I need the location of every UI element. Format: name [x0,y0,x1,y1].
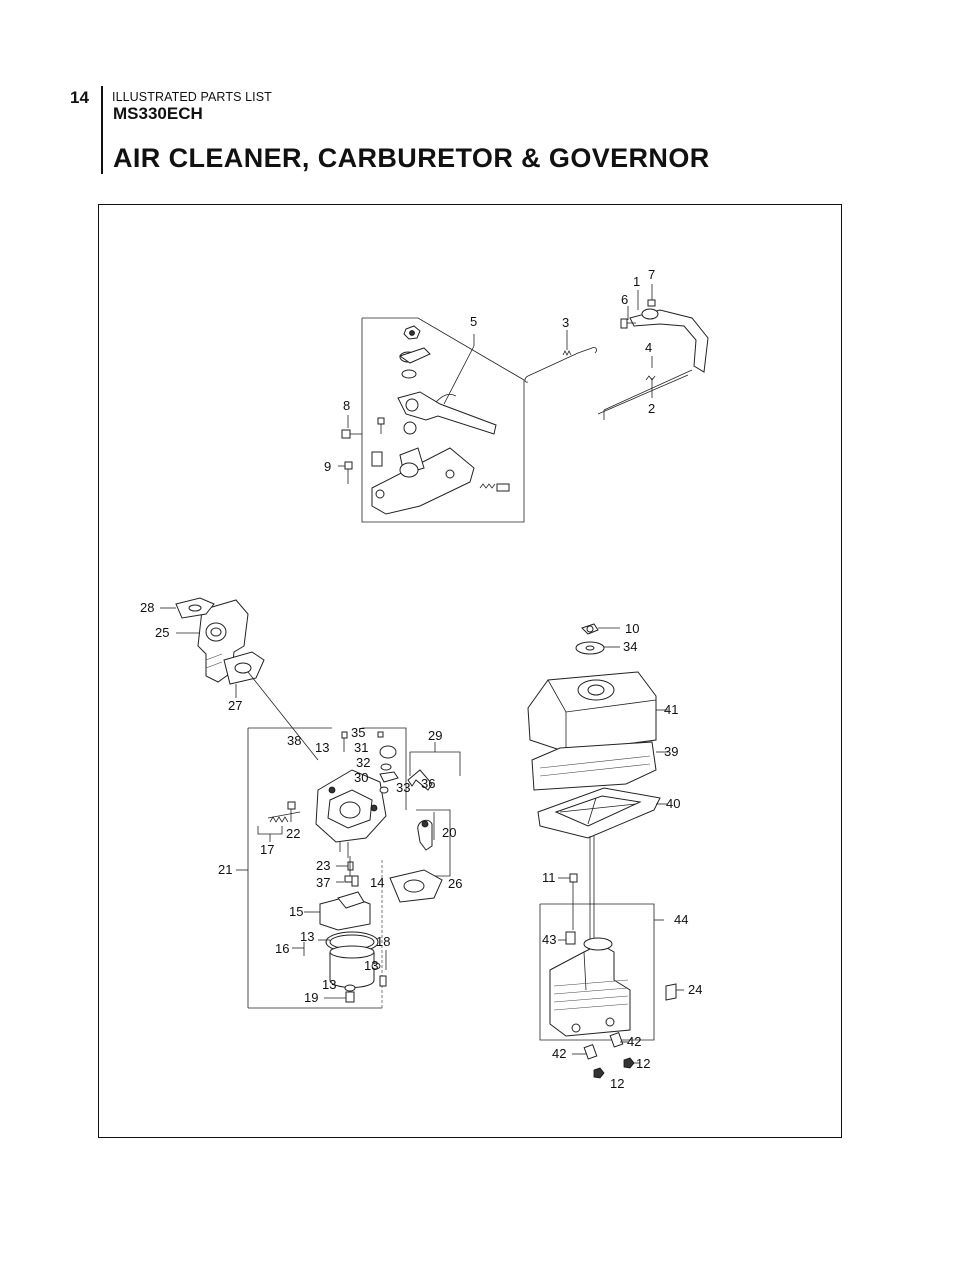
callout-30: 30 [354,770,368,785]
throttle-rod [524,330,597,383]
air-cleaner-assembly [527,623,684,1079]
callout-32: 32 [356,755,370,770]
diagram-frame [98,204,842,1138]
callout-27: 27 [228,698,242,713]
callout-14: 14 [370,875,384,890]
callout-25: 25 [155,625,169,640]
callout-38: 38 [287,733,301,748]
page-number: 14 [70,88,89,107]
callout-24: 24 [688,982,702,997]
callout-26: 26 [448,876,462,891]
callout-6: 6 [621,292,628,307]
callout-19: 19 [304,990,318,1005]
callout-7: 7 [648,267,655,282]
callout-41: 41 [664,702,678,717]
header-divider [101,86,103,174]
callout-21: 21 [218,862,232,877]
callout-22: 22 [286,826,300,841]
control-lever [597,284,709,420]
callout-44: 44 [674,912,688,927]
callout-29: 29 [428,728,442,743]
callout-8: 8 [343,398,350,413]
callout-39: 39 [664,744,678,759]
callout-18: 18 [376,934,390,949]
callout-31: 31 [354,740,368,755]
callout-42b: 42 [552,1046,566,1061]
callout-17: 17 [260,842,274,857]
callout-33: 33 [396,780,410,795]
callout-12b: 12 [610,1076,624,1091]
callout-23: 23 [316,858,330,873]
callout-40: 40 [666,796,680,811]
carburetor-assembly [160,597,461,1009]
callout-4: 4 [645,340,652,355]
callout-13a: 13 [315,740,329,755]
callout-36: 36 [421,776,435,791]
callout-13b: 13 [300,929,314,944]
callout-5: 5 [470,314,477,329]
callout-1: 1 [633,274,640,289]
callout-28: 28 [140,600,154,615]
callout-11: 11 [542,870,556,885]
callout-13c: 13 [364,958,378,973]
callout-37: 37 [316,875,330,890]
callout-43: 43 [542,932,556,947]
callout-labels: 1 7 6 5 3 4 2 8 9 28 25 27 38 35 13 31 3… [140,267,702,1091]
callout-35: 35 [351,725,365,740]
section-label: ILLUSTRATED PARTS LIST [112,90,272,104]
callout-10: 10 [625,621,639,636]
callout-42a: 42 [627,1034,641,1049]
callout-15: 15 [289,904,303,919]
page-title: AIR CLEANER, CARBURETOR & GOVERNOR [113,143,710,173]
callout-2: 2 [648,401,655,416]
callout-3: 3 [562,315,569,330]
callout-16: 16 [275,941,289,956]
model-number: MS330ECH [113,104,203,123]
callout-12a: 12 [636,1056,650,1071]
callout-20: 20 [442,825,456,840]
callout-9: 9 [324,459,331,474]
callout-13d: 13 [322,977,336,992]
callout-34: 34 [623,639,637,654]
governor-assembly [338,317,525,523]
